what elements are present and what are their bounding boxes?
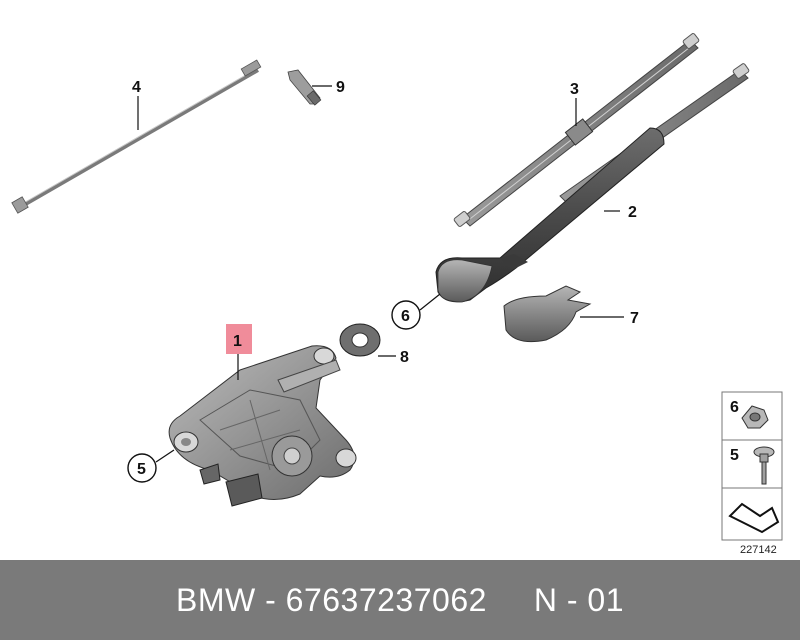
footer-bar: BMW - 67637237062 N - 01 [0,560,800,640]
callout-2: 2 [628,204,637,221]
legend-6: 6 [730,399,739,416]
callout-7: 7 [630,310,639,327]
callout-6-circle [391,300,421,330]
callout-5-circle [127,453,157,483]
parts-diagram: 4 9 3 2 7 6 8 [11,33,783,556]
bolt-icon [753,446,775,485]
callout-3: 3 [570,81,579,98]
callout-6: 6 [401,308,410,325]
callout-4: 4 [132,79,141,96]
hardware-legend [721,391,783,541]
wiper-blade-part-3 [453,33,700,227]
callout-1: 1 [233,333,242,350]
pin-part-9 [287,69,322,106]
nut-icon [741,405,769,429]
reference-number: 227142 [740,544,777,556]
arm-cover-part-7 [503,285,592,343]
bracket-symbol-icon [728,502,780,534]
callout-9: 9 [336,79,345,96]
callout-1-highlight [226,324,252,354]
callout-5: 5 [137,461,146,478]
callout-8: 8 [400,349,409,366]
part-number-caption: BMW - 67637237062 N - 01 [176,581,624,618]
rod-part-4 [11,59,262,214]
legend-5: 5 [730,447,739,464]
grommet-part-8 [339,323,381,357]
wiper-motor-part-1 [168,345,357,507]
wiper-arm-part-2 [435,127,665,303]
